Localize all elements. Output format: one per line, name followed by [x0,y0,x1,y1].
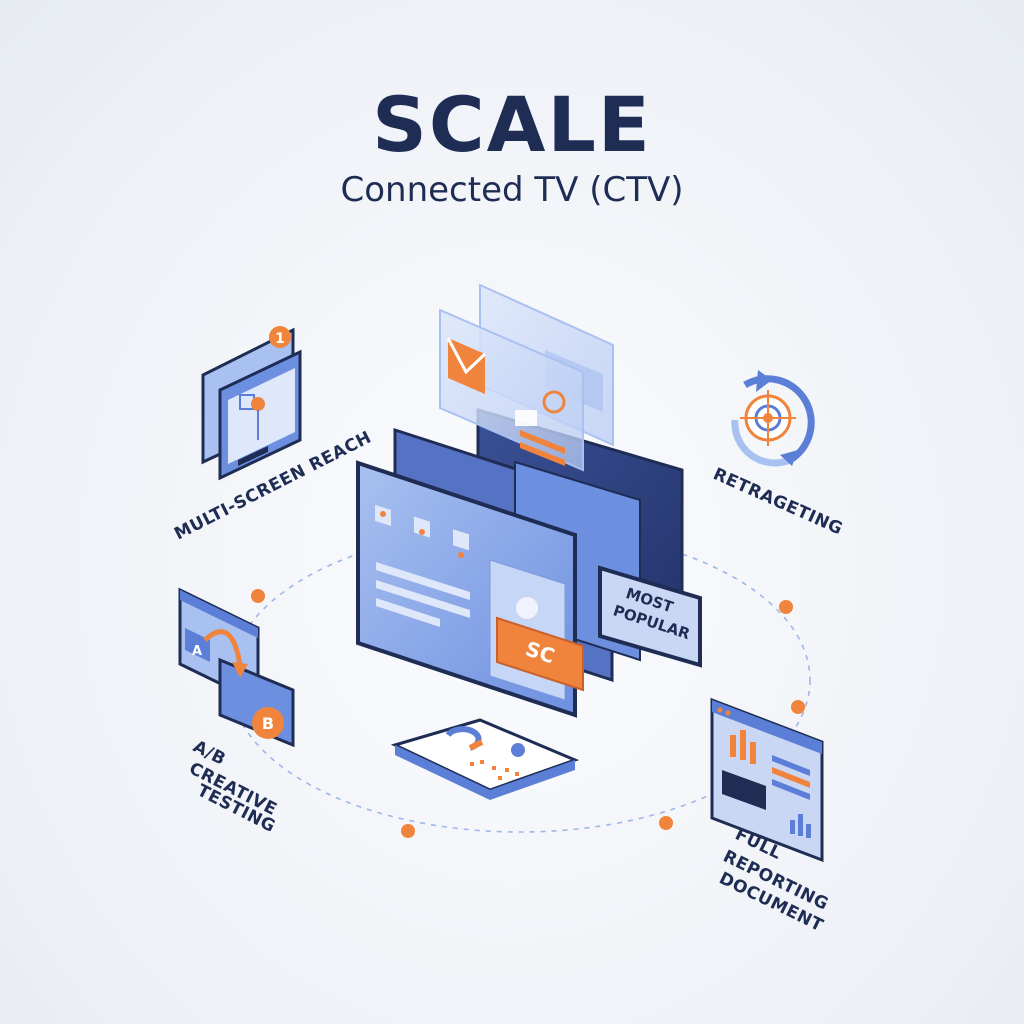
ab-card-b: B [262,714,274,733]
page-title: SCALE [372,80,652,169]
ab-card-b-badge [252,707,284,739]
ab-testing-label: A/B CREATIVE TESTING [186,737,280,837]
multi-screen-icon: 1 [201,326,302,481]
reporting-dashboard-icon [710,697,824,863]
orbit-ring [229,527,811,833]
floating-glass-panels [439,283,614,472]
ab-card-a: A [192,644,202,659]
email-envelope-icon [448,338,485,394]
sc-chip: SC [496,616,584,692]
orbit-dots [251,589,805,838]
retargeting-label: RETRAGETING [710,464,846,539]
open-report-book [390,718,580,800]
retargeting-icon [731,370,815,467]
most-popular-tag: MOST POPULAR [598,565,702,668]
page-subtitle: Connected TV (CTV) [340,170,684,210]
ab-testing-icon: A B [178,587,295,748]
multi-screen-badge-number: 1 [275,331,285,347]
center-screen-stack: SC MOST POPULAR [356,407,702,718]
multi-screen-badge [269,326,291,348]
